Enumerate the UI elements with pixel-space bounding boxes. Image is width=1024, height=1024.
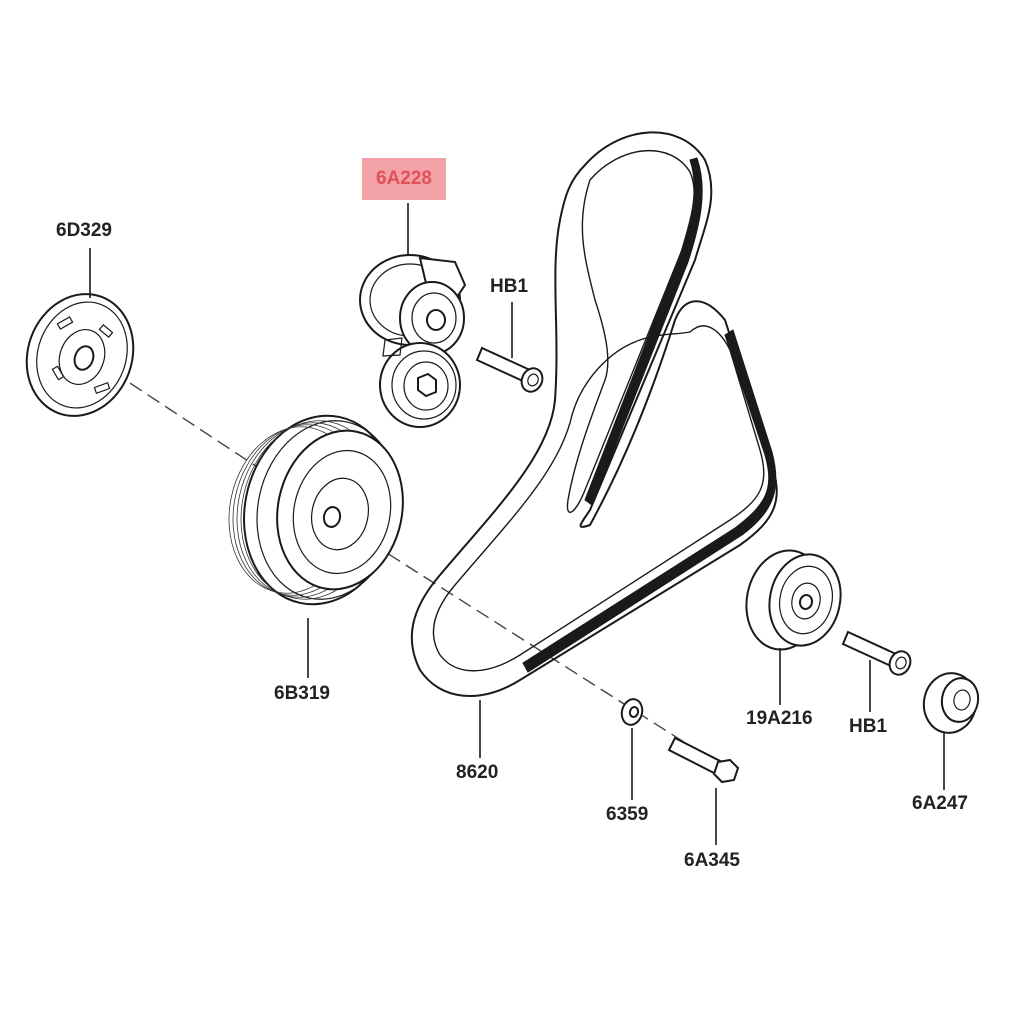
callout-washer: 6359 <box>606 804 649 825</box>
belt-tensioner <box>359 254 467 428</box>
drive-belt <box>410 131 778 697</box>
callout-belt: 8620 <box>456 762 499 783</box>
callout-idler-bolt: HB1 <box>849 716 888 737</box>
callout-crank-bolt: 6A345 <box>684 850 740 871</box>
callout-tensioner-bolt: HB1 <box>490 276 529 297</box>
washer <box>620 698 644 726</box>
callout-tensioner-highlighted: 6A228 <box>362 158 446 200</box>
damper-plate <box>25 293 135 417</box>
callout-crank-pulley: 6B319 <box>274 683 330 704</box>
tensioner-bolt <box>475 346 544 393</box>
idler-pulley <box>745 549 842 651</box>
callout-damper: 6D329 <box>56 220 112 241</box>
crankshaft-pulley <box>228 414 404 606</box>
idler-bolt <box>841 630 912 676</box>
crankshaft-bolt <box>667 736 740 784</box>
callout-idler-pulley: 19A216 <box>746 708 813 729</box>
leader-lines <box>89 203 945 845</box>
callout-idler-cover: 6A247 <box>912 793 968 814</box>
idler-cover <box>922 672 980 734</box>
